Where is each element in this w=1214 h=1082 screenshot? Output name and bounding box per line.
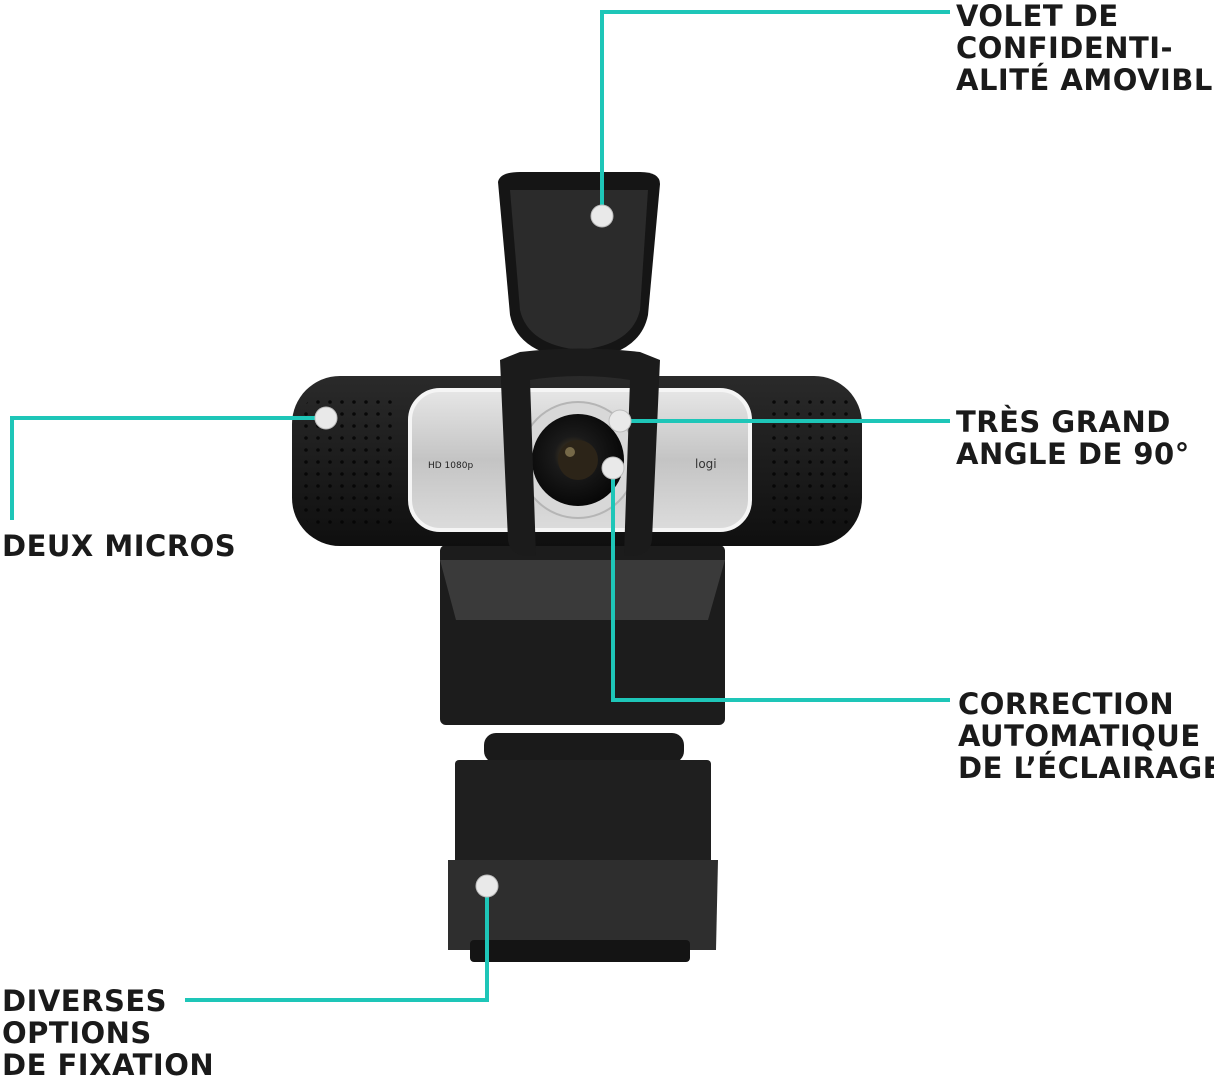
marker-mount — [475, 874, 499, 898]
mount-stem — [440, 545, 725, 725]
lens — [519, 401, 637, 519]
callout-wide-angle: TRÈS GRAND ANGLE DE 90° — [956, 406, 1190, 470]
callout-markers — [314, 204, 632, 898]
callout-line: TRÈS GRAND — [956, 405, 1171, 439]
callout-dual-mics: DEUX MICROS — [2, 530, 236, 562]
leader-mics — [10, 416, 326, 520]
callout-line: ANGLE DE 90° — [956, 437, 1190, 471]
callout-line: ALITÉ AMOVIBLE — [956, 63, 1214, 97]
leader-lines — [10, 10, 950, 1002]
leader-mount — [185, 886, 489, 1002]
leader-light — [611, 468, 950, 702]
callout-line: DE FIXATION — [2, 1048, 215, 1082]
callout-mount-options: DIVERSES OPTIONS DE FIXATION — [2, 985, 214, 1081]
callout-line: DIVERSES — [2, 984, 168, 1018]
callout-light-correction: CORRECTION AUTOMATIQUE DE L’ÉCLAIRAGE — [958, 688, 1214, 784]
marker-angle — [608, 409, 632, 433]
callout-line: VOLET DE — [956, 0, 1119, 33]
marker-privacy — [590, 204, 614, 228]
callout-line: OPTIONS — [2, 1016, 152, 1050]
callout-line: DE L’ÉCLAIRAGE — [958, 751, 1214, 785]
callout-line: AUTOMATIQUE — [958, 719, 1201, 753]
marker-light — [601, 456, 625, 480]
callout-line: CONFIDENTI- — [956, 31, 1174, 65]
privacy-shutter — [498, 172, 660, 556]
model-label: HD 1080p — [428, 461, 473, 471]
callout-line: DEUX MICROS — [2, 529, 237, 563]
callout-privacy-shutter: VOLET DE CONFIDENTI- ALITÉ AMOVIBLE — [956, 0, 1214, 96]
brand-logo: logi — [695, 457, 717, 471]
mounting-clip — [448, 733, 718, 962]
marker-mics — [314, 406, 338, 430]
leader-privacy — [600, 10, 950, 216]
callout-line: CORRECTION — [958, 687, 1175, 721]
